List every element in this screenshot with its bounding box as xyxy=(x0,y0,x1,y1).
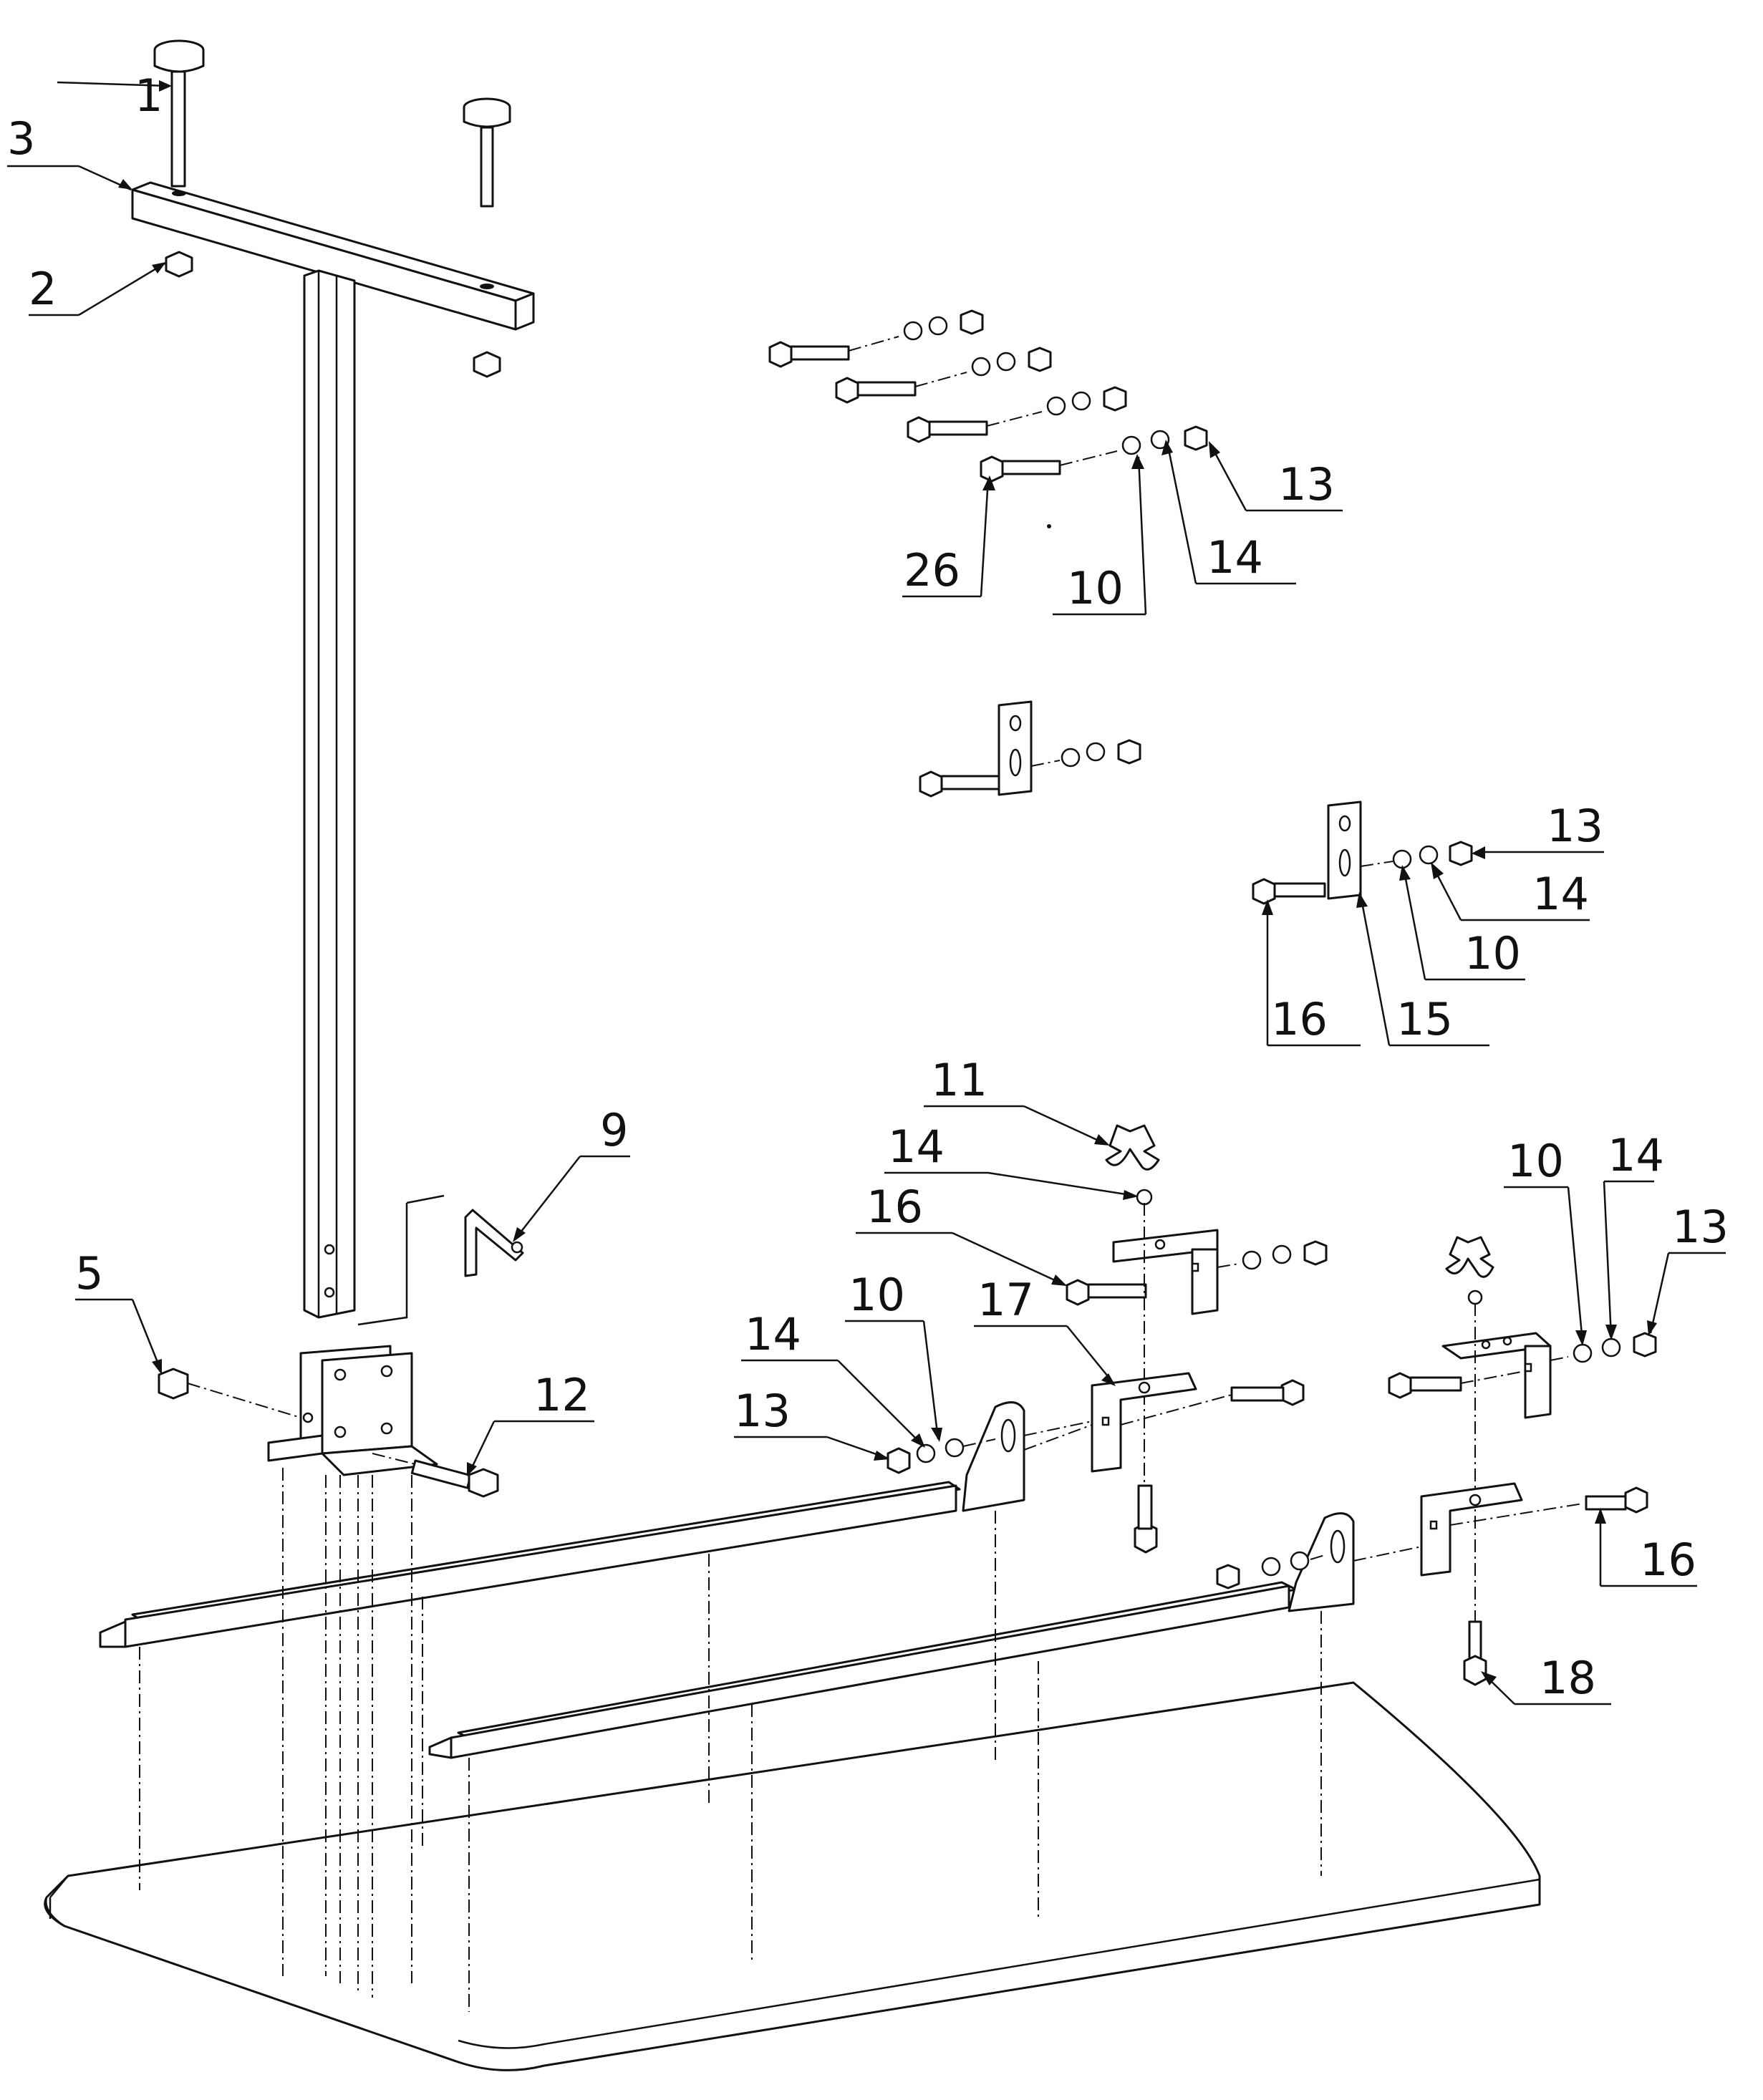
clip-part xyxy=(464,1209,524,1277)
callout-14-right: 14 xyxy=(1608,1129,1664,1181)
callout-13-top: 13 xyxy=(1278,458,1335,511)
bolt-set-row-4 xyxy=(980,425,1208,483)
plate-assembly-2 xyxy=(1252,800,1473,905)
callout-15: 15 xyxy=(1396,993,1453,1045)
cross-bar xyxy=(131,181,535,331)
knob-bolt-right xyxy=(463,97,511,208)
bracket-assembly-center xyxy=(1023,1124,1328,1554)
base-bracket xyxy=(267,1345,438,1476)
leader-lines xyxy=(7,80,1726,1705)
knob-bolt-left xyxy=(153,39,205,188)
bolt-12 xyxy=(410,1459,499,1498)
callout-16-center: 16 xyxy=(866,1181,923,1233)
hex-nut-5 xyxy=(158,1368,189,1400)
callout-labels: 1 3 2 26 10 14 13 13 14 10 15 16 9 11 14… xyxy=(7,69,1729,1704)
callout-10-right: 10 xyxy=(1507,1135,1564,1187)
callout-26: 26 xyxy=(904,544,960,596)
vertical-post xyxy=(303,269,356,1319)
callout-14-top: 14 xyxy=(1207,531,1263,584)
table-top xyxy=(44,1681,1541,2071)
bracket-assembly-right xyxy=(1216,1236,1657,1686)
callout-1: 1 xyxy=(135,69,163,122)
alignment-lines xyxy=(139,1468,1322,2012)
callout-14-plate: 14 xyxy=(1532,868,1589,920)
callout-16-plate: 16 xyxy=(1271,993,1328,1045)
callout-11: 11 xyxy=(931,1054,987,1106)
callout-10-top: 10 xyxy=(1067,562,1124,614)
callout-10-plate: 10 xyxy=(1464,927,1521,979)
nut-left xyxy=(165,251,193,278)
rail-back xyxy=(99,1401,1025,1648)
callout-13-plate: 13 xyxy=(1547,800,1603,852)
callout-9: 9 xyxy=(600,1104,628,1156)
callout-17: 17 xyxy=(977,1274,1034,1326)
callout-18: 18 xyxy=(1540,1652,1596,1704)
callout-14-rail: 14 xyxy=(745,1308,801,1360)
callout-13-rail: 13 xyxy=(734,1385,791,1437)
bolt-set-row-3 xyxy=(907,386,1127,443)
callout-2: 2 xyxy=(29,263,57,315)
callout-14-wing: 14 xyxy=(888,1121,945,1173)
rail-front xyxy=(428,1512,1355,1759)
nut-right xyxy=(473,351,501,378)
plate-assembly-1 xyxy=(919,700,1141,798)
callout-3: 3 xyxy=(7,112,35,165)
callout-5: 5 xyxy=(75,1247,103,1300)
callout-16-right: 16 xyxy=(1640,1534,1696,1586)
rail-back-fasteners xyxy=(887,1421,1093,1474)
callout-10-rail: 10 xyxy=(849,1269,905,1321)
bolt-set-row-1 xyxy=(768,309,984,368)
bolt-set-row-2 xyxy=(835,347,1052,404)
callout-12: 12 xyxy=(533,1369,590,1421)
callout-13-right: 13 xyxy=(1672,1201,1729,1253)
